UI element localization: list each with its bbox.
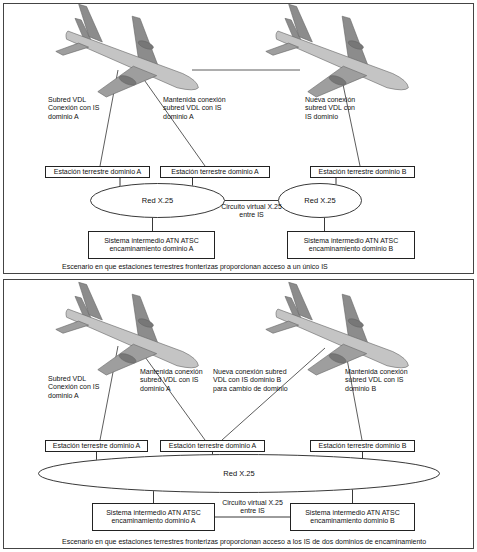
network-link (212, 452, 213, 454)
network-link (352, 490, 353, 503)
node-label: Sistema intermedio ATN ATSC encaminamien… (293, 509, 412, 526)
network-ellipse-shape (39, 455, 440, 493)
intermediate-system-box: Sistema intermedio ATN ATSC encaminamien… (290, 503, 415, 531)
node-label: Red X.25 (142, 196, 173, 205)
node-label: Estación terrestre dominio A (54, 168, 142, 176)
scenario-caption: Escenario en que estaciones terrestres f… (62, 263, 472, 271)
network-ellipse-shape (91, 184, 225, 218)
connection-note: Nueva conexión subred VDL con IS dominio (305, 96, 363, 121)
ground-station-box: Estación terrestre dominio A (160, 440, 265, 452)
node-label: Sistema intermedio ATN ATSC encaminamien… (95, 509, 212, 526)
ground-station-box: Estación terrestre dominio A (45, 440, 148, 452)
node-label: Estación terrestre dominio B (319, 168, 407, 176)
network-ellipse: Red X.25 (278, 183, 362, 218)
network-link (324, 218, 325, 231)
connection-note: Mantenida conexión subred VDL con IS dom… (163, 96, 235, 121)
connection-note: Subred VDL Conexión con IS dominio A (48, 96, 100, 121)
node-label: Sistema intermedio ATN ATSC encaminamien… (91, 237, 212, 254)
network-link (192, 178, 193, 186)
connection-note: Mantenida conexión subred VDL con IS dom… (140, 368, 208, 393)
network-ellipse: Red X.25 (38, 454, 440, 493)
ground-station-box: Estación terrestre dominio B (310, 166, 415, 178)
network-ellipse-shape (279, 184, 362, 218)
intermediate-system-box: Sistema intermedio ATN ATSC encaminamien… (92, 503, 215, 531)
connection-note: Subred VDL Conexión con IS dominio A (48, 375, 100, 400)
network-link (215, 517, 290, 518)
ground-station-box: Estación terrestre dominio B (310, 440, 415, 452)
airplane (47, 272, 214, 406)
ground-station-box: Estación terrestre dominio A (160, 166, 270, 178)
connection-note: Mantenida conexión subred VDL con IS dom… (345, 368, 417, 393)
flight-path-line (192, 70, 300, 71)
network-ellipse: Red X.25 (90, 183, 225, 218)
connection-note: Nueva conexión subred VDL con IS dominio… (213, 368, 297, 393)
scenario-panel: Escenario en que estaciones terrestres f… (3, 279, 474, 549)
ground-station-box: Estación terrestre dominio A (45, 166, 150, 178)
network-link (120, 178, 121, 186)
node-label: Sistema intermedio ATN ATSC encaminamien… (290, 237, 412, 254)
link-label: Circuito virtual X.25 entre IS (217, 499, 289, 516)
vdl-link-line (222, 348, 325, 440)
intermediate-system-box: Sistema intermedio ATN ATSC encaminamien… (287, 231, 415, 259)
node-label: Red X.25 (223, 469, 254, 478)
network-link (153, 491, 154, 503)
intermediate-system-box: Sistema intermedio ATN ATSC encaminamien… (88, 231, 215, 259)
link-label: Circuito virtual X.25 entre IS (216, 203, 288, 220)
node-label: Estación terrestre dominio B (319, 442, 407, 450)
network-link (225, 200, 278, 201)
scenario-caption: Escenario en que estaciones terrestres f… (62, 538, 472, 546)
node-label: Estación terrestre dominio A (171, 168, 259, 176)
network-link (96, 452, 97, 460)
airplane (257, 0, 424, 128)
node-label: Estación terrestre dominio A (169, 442, 257, 450)
scenario-panel: Escenario en que estaciones terrestres f… (3, 3, 474, 274)
network-link (152, 218, 153, 231)
network-link (362, 452, 363, 458)
node-label: Red X.25 (304, 196, 335, 205)
node-label: Estación terrestre dominio A (53, 442, 141, 450)
network-link (336, 178, 337, 184)
